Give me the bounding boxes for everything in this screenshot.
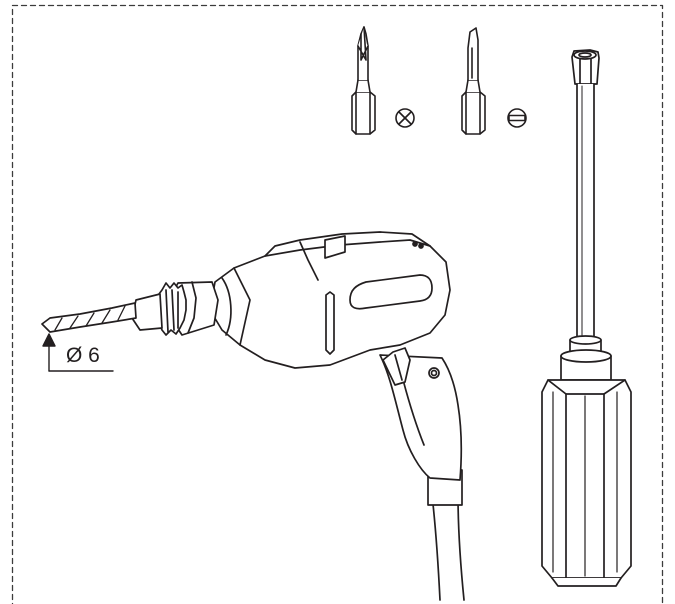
dashed-frame (11, 4, 664, 604)
drill-bit-size-label: Ø 6 (66, 344, 100, 367)
power-drill-icon (41, 231, 465, 601)
nut-driver-screwdriver-icon (541, 49, 632, 587)
phillips-head-symbol-icon (395, 108, 415, 128)
drill-bit-dimension-marker (42, 333, 114, 372)
flat-screwdriver-bit-icon (461, 27, 486, 135)
slotted-head-symbol-icon (507, 108, 527, 128)
phillips-screwdriver-bit-icon (351, 26, 376, 135)
